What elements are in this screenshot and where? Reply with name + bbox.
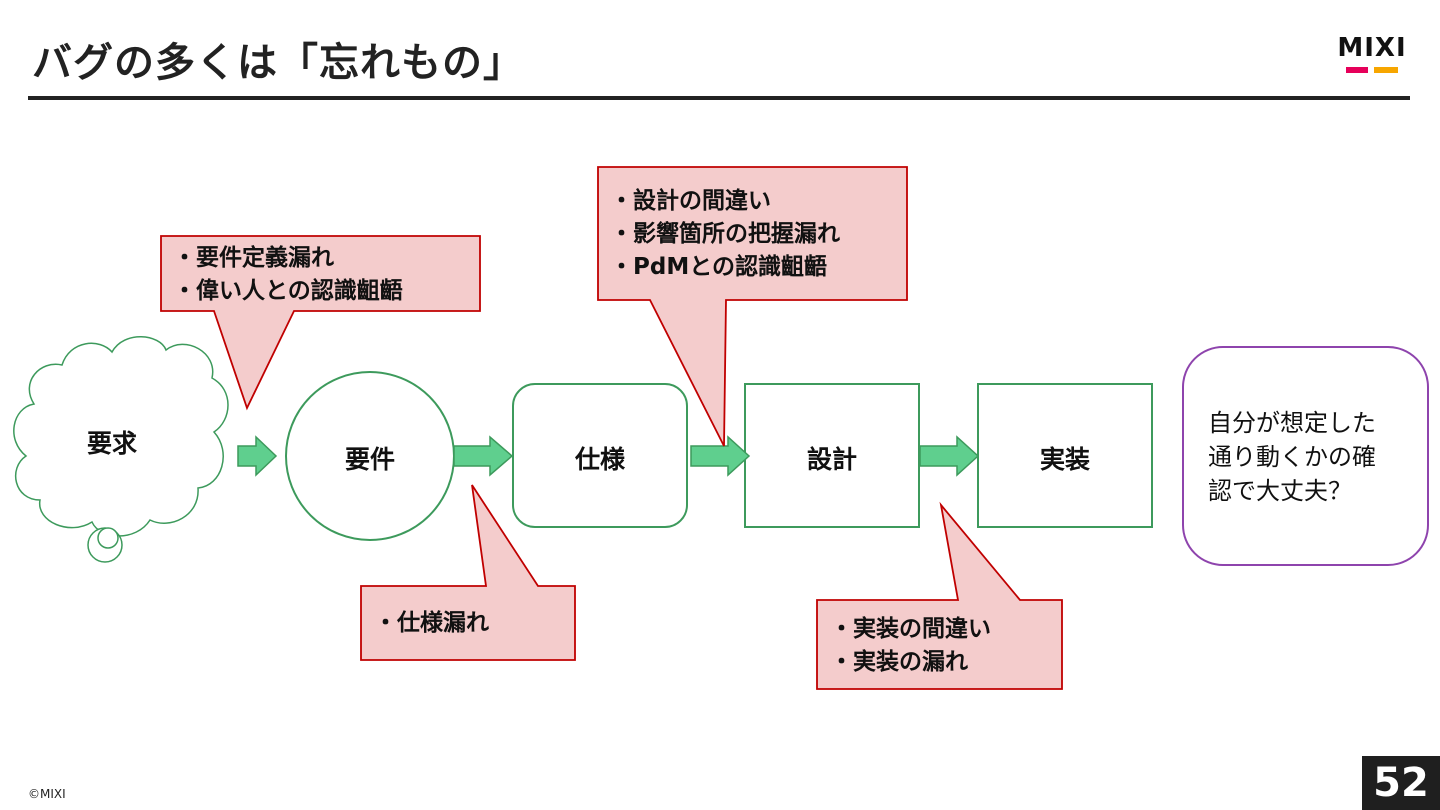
question-text: 自分が想定した 通り動くかの確 認で大丈夫？	[1208, 406, 1408, 508]
spec-label: 仕様	[574, 445, 625, 474]
arrow-spec-to-design	[690, 435, 751, 477]
question-line: 通り動くかの確	[1208, 443, 1376, 471]
question-line: 認で大丈夫？	[1208, 477, 1352, 505]
logo-accent-orange	[1374, 67, 1398, 73]
logo-accent-pink	[1346, 67, 1368, 73]
callout-requirements	[160, 235, 481, 411]
callout-line: ・仕様漏れ	[374, 610, 489, 636]
thought-cloud	[13, 336, 229, 563]
callout-line: ・影響箇所の把握漏れ	[610, 221, 840, 247]
question-box	[1182, 346, 1429, 566]
requirement-label: 要件	[344, 445, 395, 474]
mixi-logo: MIXI	[1332, 34, 1412, 74]
copyright: ©MIXI	[28, 787, 66, 801]
implementation-box	[977, 383, 1153, 528]
design-label: 設計	[806, 445, 857, 474]
callout-line: ・実装の漏れ	[830, 649, 968, 675]
callout-line: ・偉い人との認識齟齬	[173, 278, 403, 304]
callout-spec	[360, 484, 576, 661]
implementation-label: 実装	[1039, 445, 1090, 474]
callout-implementation-text: ・実装の間違い ・実装の漏れ	[830, 613, 991, 679]
callout-implementation	[816, 501, 1063, 690]
design-box	[744, 383, 920, 528]
callout-design-text: ・設計の間違い ・影響箇所の把握漏れ ・PdMとの認識齟齬	[610, 185, 840, 284]
callout-requirements-text: ・要件定義漏れ ・偉い人との認識齟齬	[173, 242, 403, 308]
title-underline	[28, 96, 1410, 100]
callout-line: ・要件定義漏れ	[173, 245, 334, 271]
arrow-design-to-implementation	[919, 435, 980, 477]
arrow-requirement-to-spec	[453, 435, 514, 477]
logo-text: MIXI	[1337, 33, 1407, 63]
callout-line: ・設計の間違い	[610, 188, 771, 214]
question-line: 自分が想定した	[1208, 409, 1376, 437]
callout-line: ・PdMとの認識齟齬	[610, 254, 827, 280]
callout-spec-text: ・仕様漏れ	[374, 607, 489, 640]
callout-line: ・実装の間違い	[830, 616, 991, 642]
slide-title: バグの多くは「忘れもの」	[32, 40, 524, 86]
cloud-label: 要求	[86, 429, 137, 458]
callout-design	[597, 166, 908, 447]
page-number: 52	[1362, 756, 1440, 810]
arrow-cloud-to-requirement	[237, 435, 278, 477]
spec-box	[512, 383, 688, 528]
